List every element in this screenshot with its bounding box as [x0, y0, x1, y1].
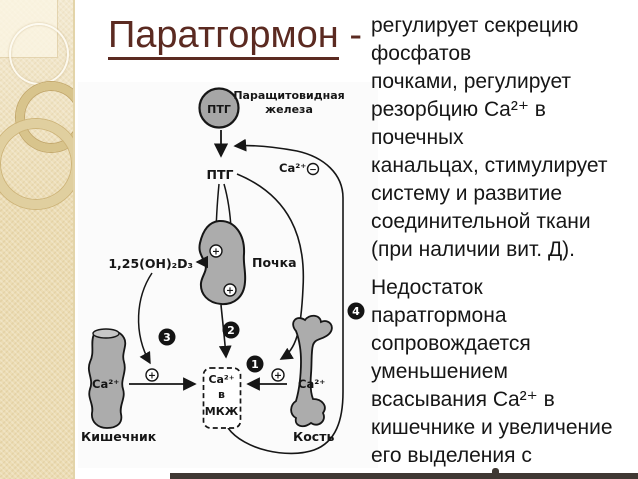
decor-ring-lower	[0, 119, 73, 209]
body-line: почками, регулирует	[371, 70, 572, 93]
slide-title: Паратгормон -	[95, 13, 375, 60]
step-badge-2: 2	[222, 321, 240, 339]
body-line: соединительной ткани	[371, 210, 591, 233]
gland-hormone-label: ПТГ	[207, 103, 231, 116]
body-line: паратгормона	[371, 304, 507, 327]
box-line1: Ca²⁺	[208, 373, 234, 386]
slide-title-word: Паратгормон	[107, 14, 339, 60]
badge-number: 1	[251, 358, 259, 371]
body-line: почечных	[371, 126, 464, 149]
body-line: всасывания Ca²⁺ в	[371, 388, 555, 411]
bone-label: Кость	[293, 429, 334, 444]
paragraph-1: регулирует секрецию фосфатов почками, ре…	[371, 12, 637, 264]
body-line: его выделения с	[371, 444, 532, 467]
clipped-text-line	[170, 473, 638, 479]
left-decor-strip	[0, 0, 75, 479]
step-badge-4: 4	[347, 302, 365, 320]
badge-number: 3	[163, 331, 171, 344]
pth-label: ПТГ	[207, 167, 234, 182]
ecf-ca-box	[202, 367, 242, 429]
step-badge-3: 3	[158, 328, 176, 346]
plus-sign: +	[212, 247, 220, 258]
intestine-ca-label: Ca²⁺	[92, 377, 119, 391]
clipped-text-notch	[492, 468, 499, 474]
gland-name-line2: железа	[265, 103, 313, 116]
step-badge-1: 1	[246, 355, 264, 373]
body-line: (при наличии вит. Д).	[371, 238, 576, 261]
vitd-label: 1,25(OH)₂D₃	[108, 256, 193, 271]
body-line: фосфатов	[371, 42, 472, 65]
bone-shape	[290, 314, 333, 428]
feedback-curve-arrow	[227, 138, 344, 455]
body-text-column: регулирует секрецию фосфатов почками, ре…	[371, 12, 637, 470]
slide-title-dash: -	[338, 14, 363, 56]
plus-sign: +	[226, 286, 234, 297]
badge-number: 4	[352, 305, 360, 318]
paragraph-2: Недостаток паратгормона сопровождается у…	[371, 274, 637, 470]
plus-icon	[271, 368, 285, 382]
box-line3: МКЖ	[205, 405, 239, 418]
pth-to-bone-arrow	[236, 173, 305, 360]
body-line: сопровождается	[371, 332, 531, 355]
bone-ca-label: Ca²⁺	[298, 377, 325, 391]
gland-name-line1: Паращитовидная	[233, 89, 344, 102]
body-line: уменьшением	[371, 360, 508, 383]
body-line: кишечнике и увеличение	[371, 416, 613, 439]
vitd-to-intestine-arrow	[137, 272, 153, 365]
plus-icon	[145, 368, 159, 382]
plus-sign: +	[148, 371, 156, 382]
body-line: канальцах, стимулирует	[371, 154, 608, 177]
plus-icon	[223, 283, 237, 297]
kidney-label: Почка	[252, 255, 297, 270]
intestine-shape	[87, 329, 127, 429]
kidney-shape	[198, 219, 247, 306]
plus-sign: +	[274, 371, 282, 382]
ca-feedback-label: Ca²⁺	[279, 161, 306, 175]
parathyroid-gland-shape	[198, 87, 240, 129]
body-line: Недостаток	[371, 276, 483, 299]
body-line: резорбцию Ca²⁺ в	[371, 98, 546, 121]
plus-icon	[209, 244, 223, 258]
minus-sign: −	[309, 166, 317, 176]
intestine-label: Кишечник	[81, 429, 157, 444]
body-line: регулирует секрецию	[371, 14, 579, 37]
box-line2: в	[218, 388, 225, 401]
intestine-opening	[92, 328, 120, 339]
minus-icon	[306, 162, 320, 176]
body-line: систему и развитие	[371, 182, 563, 205]
badge-number: 2	[227, 324, 235, 337]
